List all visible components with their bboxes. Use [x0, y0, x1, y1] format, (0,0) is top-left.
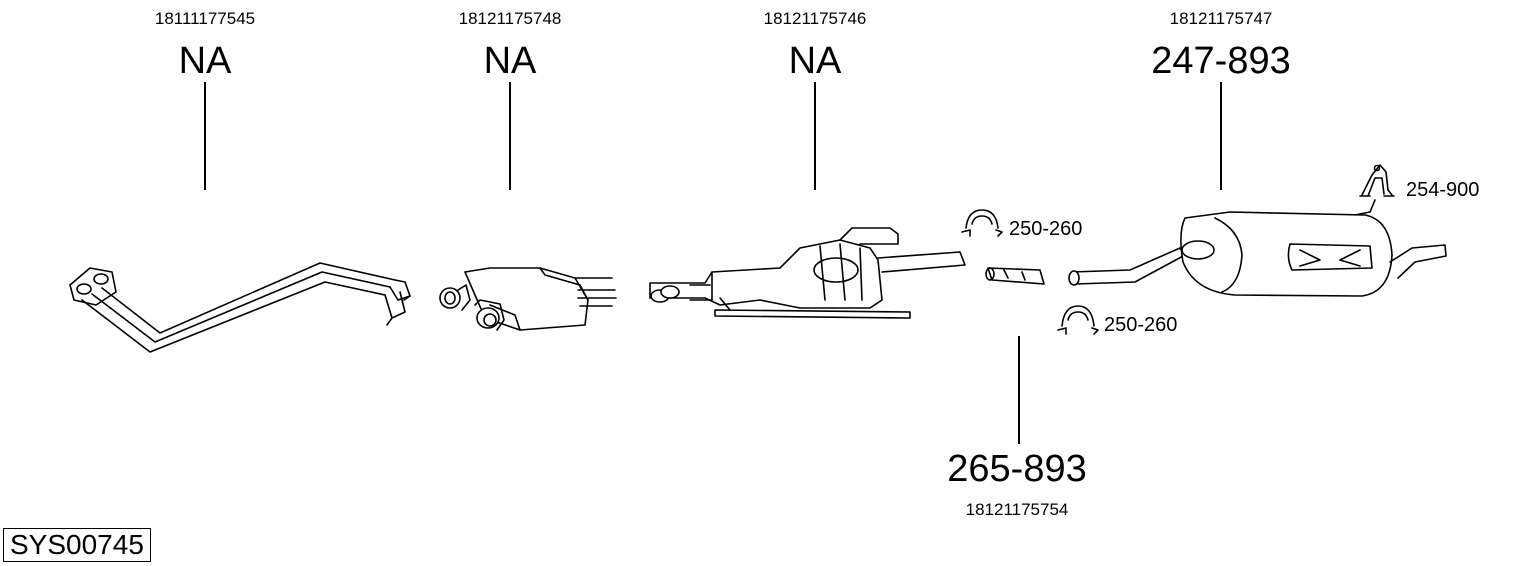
front-silencer-drawing [439, 267, 617, 331]
part-2-oe-number: 18121175748 [458, 9, 562, 28]
part-4-ref: 247-893 [1151, 40, 1291, 82]
hanger-ref: 254-900 [1406, 179, 1480, 201]
part-1-oe-number: 18111177545 [154, 9, 256, 28]
part-3-oe-number: 18121175746 [763, 9, 867, 28]
part-2-leader-line [509, 82, 511, 190]
clamp-top-ref: 250-260 [1009, 218, 1083, 240]
part-3-ref: NA [788, 40, 842, 82]
part-4-oe-number: 18121175747 [1169, 9, 1273, 28]
front-pipe-drawing [69, 262, 411, 353]
hanger-drawing [1359, 164, 1395, 197]
clamp-bottom-drawing [1057, 305, 1099, 335]
part-4-leader-line [1220, 82, 1222, 190]
part-5-oe-number: 18121175754 [965, 500, 1069, 519]
rear-silencer-drawing [1068, 199, 1447, 297]
centre-silencer-drawing [649, 227, 966, 319]
part-5-ref: 265-893 [947, 448, 1087, 490]
clamp-top-drawing [961, 209, 1003, 237]
part-5-leader-line [1018, 336, 1020, 444]
system-id-label: SYS00745 [3, 528, 151, 562]
part-1-ref: NA [178, 40, 232, 82]
clamp-bottom-ref: 250-260 [1104, 314, 1178, 336]
part-2-ref: NA [483, 40, 537, 82]
part-1-leader-line [204, 82, 206, 190]
part-3-leader-line [814, 82, 816, 190]
connector-pipe-drawing [985, 267, 1045, 285]
